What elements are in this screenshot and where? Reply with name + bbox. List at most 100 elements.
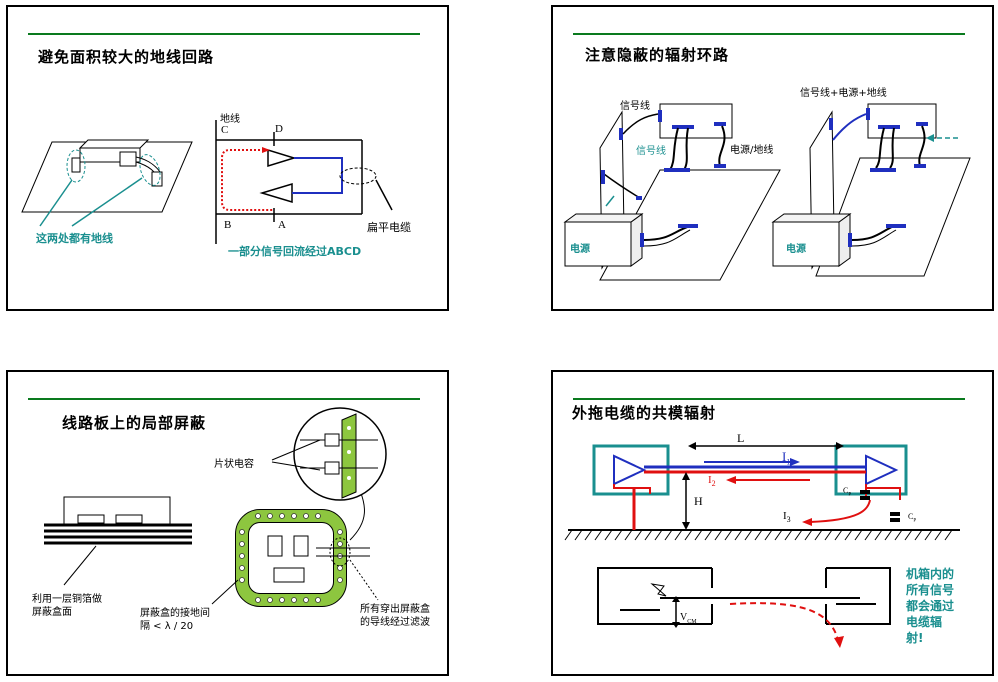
- shield-via: [337, 577, 343, 583]
- label-I3: I3: [783, 510, 791, 525]
- ground-hatch-mark: [574, 529, 583, 541]
- shield-via: [337, 565, 343, 571]
- label-return-path: 一部分信号回流经过ABCD: [228, 245, 362, 258]
- ground-hatch-mark: [804, 529, 813, 541]
- ground-hatch-mark: [564, 529, 573, 541]
- ground-hatch-mark: [944, 529, 953, 541]
- ground-hatch-mark: [854, 529, 863, 541]
- shield-via: [239, 577, 245, 583]
- corner-a: A: [278, 219, 286, 231]
- label-Cp-1: CP: [843, 486, 852, 498]
- ground-hatch-mark: [664, 529, 673, 541]
- shield-via: [255, 513, 261, 519]
- ground-hatch-mark: [834, 529, 843, 541]
- shield-via: [291, 597, 297, 603]
- label-H: H: [694, 494, 703, 508]
- label-signal-line-mid: 信号线: [636, 146, 666, 157]
- ground-hatch-mark: [704, 529, 713, 541]
- ground-hatch-mark: [764, 529, 773, 541]
- shield-via: [267, 597, 273, 603]
- label-power-left: 电源: [570, 244, 590, 255]
- shield-via: [315, 513, 321, 519]
- slide-title: 避免面积较大的地线回路: [38, 48, 215, 66]
- label-copper-2: 屏蔽盒面: [32, 607, 72, 618]
- shield-via: [291, 513, 297, 519]
- title-rule: [573, 398, 965, 400]
- ground-hatch-mark: [644, 529, 653, 541]
- ground-hatch-mark: [784, 529, 793, 541]
- label-power-ground: 电源/地线: [730, 145, 774, 156]
- shield-via: [239, 553, 245, 559]
- label-spacing-1: 屏蔽盒的接地间: [140, 608, 210, 619]
- shield-via: [279, 513, 285, 519]
- corner-b: B: [224, 219, 232, 231]
- ground-hatch-mark: [734, 529, 743, 541]
- ground-hatch-mark: [654, 529, 663, 541]
- ground-hatch-mark: [894, 529, 903, 541]
- ground-hatch-mark: [844, 529, 853, 541]
- ground-hatch-mark: [794, 529, 803, 541]
- ground-hatch-mark: [744, 529, 753, 541]
- ground-hatch-mark: [604, 529, 613, 541]
- shield-via: [279, 597, 285, 603]
- ground-hatch-mark: [774, 529, 783, 541]
- ground-hatch-mark: [904, 529, 913, 541]
- label-chip-cap: 片状电容: [214, 459, 254, 470]
- shield-via: [239, 529, 245, 535]
- ground-hatch-mark: [684, 529, 693, 541]
- label-L: L: [737, 431, 745, 445]
- slide-title: 线路板上的局部屏蔽: [62, 414, 207, 432]
- ground-hatch-mark: [694, 529, 703, 541]
- ground-hatch-mark: [824, 529, 833, 541]
- corner-c: C: [221, 124, 229, 136]
- ground-hatch-mark: [874, 529, 883, 541]
- ground-hatch-mark: [884, 529, 893, 541]
- label-Cp-2: CP: [908, 512, 917, 524]
- slide-title: 注意隐蔽的辐射环路: [585, 46, 730, 64]
- ground-hatch-mark: [754, 529, 763, 541]
- ground-hatch-mark: [584, 529, 593, 541]
- label-power-right: 电源: [786, 244, 806, 255]
- title-rule: [28, 33, 420, 35]
- shield-via: [315, 597, 321, 603]
- ground-hatch-mark: [624, 529, 633, 541]
- shield-via: [239, 541, 245, 547]
- ground-hatch-mark: [724, 529, 733, 541]
- ground-hatch-mark: [934, 529, 943, 541]
- slide-title: 外拖电缆的共模辐射: [572, 404, 717, 422]
- shield-via: [255, 597, 261, 603]
- label-combined: 信号线+电源+地线: [800, 88, 887, 99]
- label-Vcm: VCM: [680, 612, 697, 625]
- label-copper-1: 利用一层铜箔做: [32, 594, 102, 605]
- label-filter-1: 所有穿出屏蔽盒: [360, 604, 430, 615]
- ground-hatch-mark: [634, 529, 643, 541]
- shield-via: [239, 565, 245, 571]
- ground-hatch-mark: [674, 529, 683, 541]
- label-ground: 地线: [220, 114, 240, 125]
- shield-via: [303, 513, 309, 519]
- title-rule: [28, 398, 420, 400]
- label-I2: I2: [708, 474, 716, 489]
- title-rule: [573, 33, 965, 35]
- label-flat-cable: 扁平电缆: [367, 221, 411, 234]
- ground-hatch-mark: [594, 529, 603, 541]
- note-cable-radiation: 机箱内的 所有信号 都会通过 电缆辐 射!: [906, 567, 955, 645]
- label-signal-line-top: 信号线: [620, 101, 650, 112]
- ground-hatch-mark: [864, 529, 873, 541]
- shield-via: [337, 529, 343, 535]
- label-spacing-2: 隔 < λ / 20: [140, 621, 194, 632]
- shield-via: [337, 541, 343, 547]
- label-I1: I1: [782, 449, 791, 467]
- corner-d: D: [275, 123, 283, 135]
- ground-hatch-mark: [614, 529, 623, 541]
- ground-hatch-mark: [714, 529, 723, 541]
- ground-hatch-mark: [924, 529, 933, 541]
- ground-hatch-mark: [814, 529, 823, 541]
- label-both-ground: 这两处都有地线: [36, 232, 113, 245]
- shield-via: [303, 597, 309, 603]
- ground-hatch-mark: [914, 529, 923, 541]
